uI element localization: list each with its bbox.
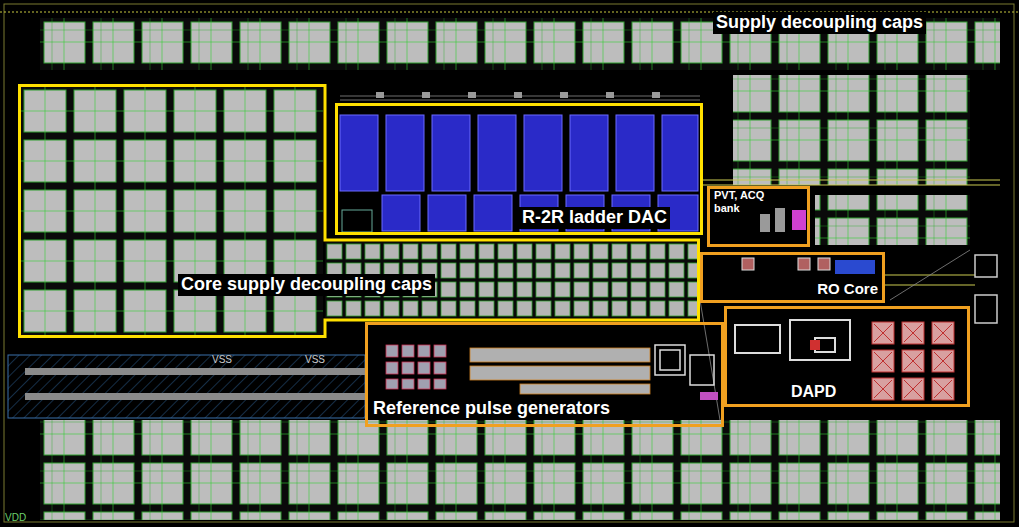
region-label: Reference pulse generators — [370, 398, 613, 420]
net-name: VDD — [5, 512, 26, 524]
net-name: VSS — [212, 354, 232, 366]
area-label: Supply decoupling caps — [713, 12, 926, 34]
region-label: R-2R ladder DAC — [519, 207, 670, 229]
net-name: VSS — [305, 354, 325, 366]
region-label: RO Core — [814, 280, 881, 298]
oscillator-region: RO Core — [700, 252, 885, 303]
region-label: DAPD — [788, 382, 839, 401]
dapd-region: DAPD — [724, 306, 970, 407]
bank-region: PVT, ACQ bank — [707, 186, 810, 247]
region-label: Core supply decoupling caps — [178, 274, 435, 296]
dac-region: R-2R ladder DAC — [335, 103, 703, 235]
region-label: PVT, ACQ bank — [711, 189, 773, 214]
pulse-gen-region: Reference pulse generators — [365, 322, 724, 427]
